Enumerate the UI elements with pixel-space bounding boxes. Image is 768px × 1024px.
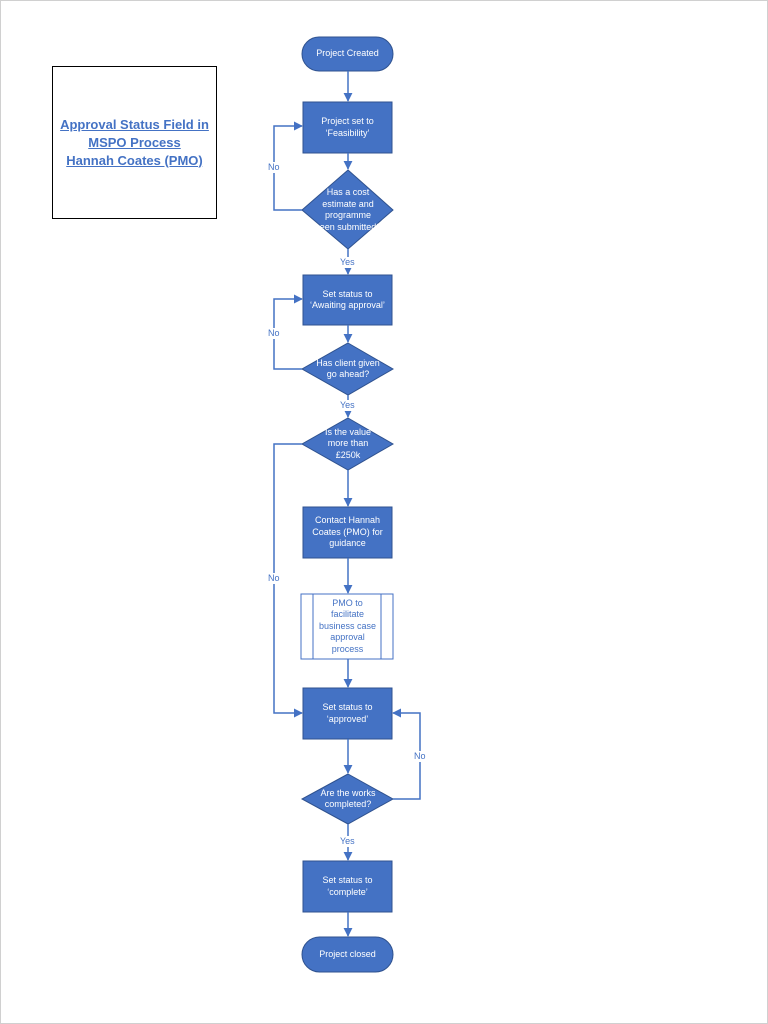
label-business-case-process: PMO to facilitate business case approval…: [318, 597, 377, 654]
edge-label-no-client: No: [267, 328, 281, 339]
title-box: Approval Status Field in MSPO Process Ha…: [52, 66, 217, 219]
node-feasibility: [302, 101, 393, 154]
title-line-1: Approval Status Field in: [60, 116, 209, 132]
edge-label-yes-client: Yes: [339, 400, 356, 411]
edge-label-no-value: No: [267, 573, 281, 584]
title-line-2: MSPO Process: [88, 134, 181, 150]
edge-label-no-cost: No: [267, 162, 281, 173]
node-contact-pmo: [302, 506, 393, 559]
node-approved: [302, 687, 393, 740]
node-complete: [302, 860, 393, 913]
label-contact-pmo: Contact Hannah Coates (PMO) for guidance: [312, 515, 383, 549]
label-works-completed-decision: Are the works completed?: [320, 787, 376, 810]
label-complete: Set status to ‘complete’: [322, 875, 373, 897]
node-project-closed: [301, 936, 394, 973]
label-project-closed: Project closed: [319, 948, 376, 959]
title-line-3: Hannah Coates (PMO): [66, 152, 203, 168]
edge-label-no-works: No: [413, 751, 427, 762]
label-feasibility: Project set to ‘Feasibility’: [321, 116, 374, 138]
label-awaiting-approval: Set status to ‘Awaiting approval’: [310, 288, 385, 311]
edge-label-yes-cost: Yes: [339, 257, 356, 268]
label-project-created: Project Created: [316, 48, 379, 59]
label-value-decision: Is the value more than £250k: [324, 426, 372, 460]
node-awaiting-approval: [302, 274, 393, 326]
edge-label-yes-works: Yes: [339, 836, 356, 847]
node-business-case-process: [300, 593, 394, 660]
label-client-go-ahead-decision: Has client given go ahead?: [316, 357, 380, 380]
label-approved: Set status to ‘approved’: [322, 702, 373, 724]
label-cost-estimate-decision: Has a cost estimate and programme been s…: [314, 187, 382, 232]
